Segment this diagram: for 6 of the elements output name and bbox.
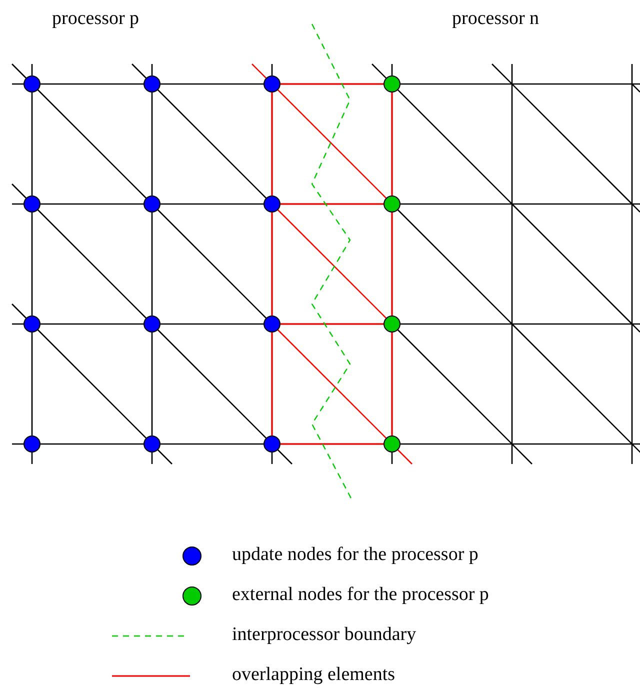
legend-text: external nodes for the processor p bbox=[232, 584, 489, 606]
legend-text: interprocessor boundary bbox=[232, 624, 416, 646]
legend-text: overlapping elements bbox=[232, 664, 396, 686]
legend-text: update nodes for the processor p bbox=[232, 544, 478, 566]
processor-label: processor n bbox=[452, 8, 540, 30]
processor-label: processor p bbox=[52, 8, 140, 30]
